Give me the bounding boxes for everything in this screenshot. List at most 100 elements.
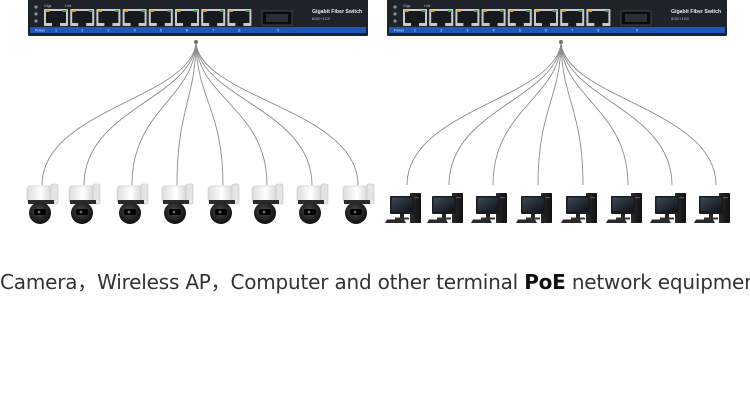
- port-led-icon: [124, 10, 129, 12]
- status-led-icon: [393, 19, 397, 23]
- port-led-icon: [141, 10, 146, 12]
- status-label: Gtgs: [44, 4, 52, 8]
- port-socket: [431, 11, 452, 23]
- network-cable: [195, 43, 268, 186]
- monitor-stand: [486, 214, 490, 218]
- status-label: Gtgs: [403, 4, 411, 8]
- network-cable: [406, 43, 562, 186]
- monitor-base: [616, 217, 630, 220]
- port-latch: [104, 23, 113, 26]
- network-cable: [41, 43, 197, 186]
- port-latch: [542, 23, 550, 26]
- camera-mount: [185, 183, 194, 205]
- desktop-computer-icon: [516, 193, 552, 223]
- desktop-computer-icon: [694, 193, 730, 223]
- port-led-icon: [176, 10, 181, 12]
- status-led-icon: [34, 19, 38, 23]
- desktop-computer-icon: [385, 193, 421, 223]
- camera-ring: [344, 200, 370, 204]
- camera-lens-glint: [307, 210, 311, 214]
- port-led-icon: [114, 10, 119, 12]
- port-socket: [98, 11, 119, 23]
- keyboard: [650, 219, 671, 223]
- dome-camera-icon: [251, 183, 284, 224]
- power-label: Power: [394, 29, 405, 33]
- cable-junction: [194, 40, 198, 44]
- switch-subtitle: 8GE+1GX: [671, 16, 690, 21]
- camera-mount: [92, 183, 101, 205]
- status-led-icon: [34, 12, 38, 16]
- keyboard: [606, 219, 627, 223]
- port-led-icon: [587, 10, 592, 12]
- port-latch: [130, 23, 139, 26]
- port-led-icon: [509, 10, 514, 12]
- desktop-computer-icon: [650, 193, 686, 223]
- dome-camera-icon: [296, 183, 329, 224]
- port-led-icon: [167, 10, 172, 12]
- desktop-computer-icon: [471, 193, 507, 223]
- cable-bundle: [41, 40, 717, 186]
- switch-label-bar: [30, 27, 366, 33]
- network-cable: [195, 43, 359, 186]
- keyboard: [694, 219, 715, 223]
- network-cable: [131, 43, 197, 186]
- port-led-icon: [447, 10, 452, 12]
- network-cable: [560, 43, 717, 186]
- caption-poe-bold: PoE: [524, 270, 566, 294]
- port-socket: [562, 11, 583, 23]
- port-latch: [78, 23, 87, 26]
- status-led-icon: [393, 5, 397, 9]
- port-number-label: 3: [466, 29, 468, 33]
- port-socket: [72, 11, 93, 23]
- dome-camera-icon: [342, 183, 375, 224]
- tower-drive: [454, 197, 461, 199]
- camera-mount: [320, 183, 329, 205]
- monitor-stand: [442, 214, 446, 218]
- status-label: Link: [65, 4, 72, 8]
- camera-ring: [28, 200, 54, 204]
- port-socket: [150, 11, 171, 23]
- port-number-label: 1: [414, 29, 416, 33]
- camera-lens-glint: [218, 210, 222, 214]
- monitor-stand: [621, 214, 625, 218]
- monitor-base: [571, 217, 585, 220]
- port-latch: [209, 23, 218, 26]
- monitor-stand: [576, 214, 580, 218]
- camera-mount: [275, 183, 284, 205]
- camera-mount: [231, 183, 240, 205]
- port-led-icon: [456, 10, 461, 12]
- keyboard: [427, 219, 448, 223]
- network-cable: [83, 43, 197, 186]
- port-number-label: 8: [238, 29, 240, 33]
- port-led-icon: [245, 10, 250, 12]
- camera-lens-glint: [172, 210, 176, 214]
- port-latch: [183, 23, 191, 26]
- port-number-label: 9: [636, 29, 638, 33]
- port-latch: [463, 23, 472, 26]
- keyboard: [561, 219, 582, 223]
- desktop-computer-icon: [606, 193, 642, 223]
- port-number-label: 7: [571, 29, 573, 33]
- keyboard: [471, 219, 492, 223]
- tower-drive: [633, 197, 640, 199]
- monitor-screen: [656, 197, 678, 212]
- port-number-label: 3: [107, 29, 109, 33]
- monitor-stand: [709, 214, 713, 218]
- network-cable: [195, 43, 313, 186]
- camera-ring: [209, 200, 235, 204]
- desktop-computer-icon: [561, 193, 597, 223]
- port-latch: [235, 23, 244, 26]
- caption-text-start: Camera，Wireless AP，Computer and other te…: [0, 270, 525, 294]
- port-number-label: 7: [212, 29, 214, 33]
- port-led-icon: [219, 10, 224, 12]
- port-led-icon: [228, 10, 233, 12]
- caption: Camera，Wireless AP，Computer and other te…: [0, 266, 750, 295]
- tower-drive: [543, 197, 550, 199]
- port-number-label: 2: [440, 29, 442, 33]
- port-led-icon: [45, 10, 50, 12]
- port-led-icon: [88, 10, 93, 12]
- dome-camera-icon: [68, 183, 101, 224]
- sfp-port-slot: [625, 14, 647, 22]
